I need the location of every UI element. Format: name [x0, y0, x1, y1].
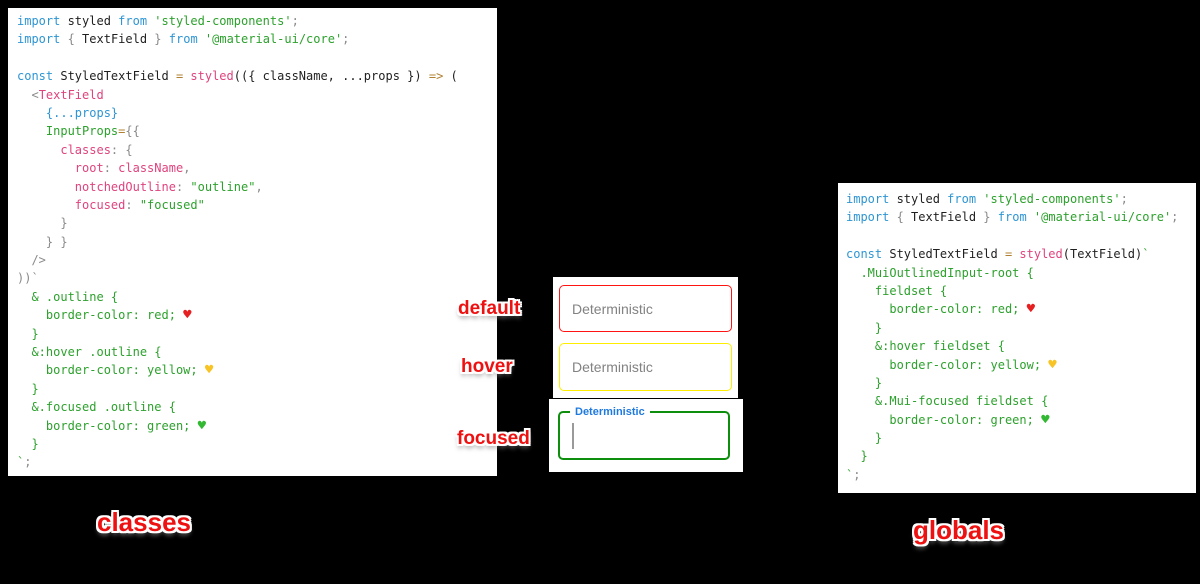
- state-label-hover: hover: [461, 356, 513, 377]
- textfield-default[interactable]: [559, 285, 732, 332]
- code-line: border-color: yellow; ♥: [17, 362, 214, 379]
- code-line: border-color: green; ♥: [17, 417, 207, 434]
- code-line: }: [846, 375, 883, 390]
- heart-green-icon: ♥: [197, 417, 207, 434]
- heart-yellow-icon: ♥: [1048, 356, 1057, 373]
- code-line: }: [846, 449, 868, 464]
- classes-code: import styled from 'styled-components'; i…: [17, 12, 497, 472]
- code-line: `;: [17, 455, 32, 470]
- code-line: import styled from 'styled-components';: [17, 14, 299, 28]
- code-line: InputProps={{: [17, 124, 140, 139]
- code-line: & .outline {: [17, 289, 119, 304]
- code-line: }: [846, 320, 883, 335]
- code-line: } }: [17, 234, 68, 249]
- code-line: root: className,: [17, 161, 191, 176]
- code-line: &.focused .outline {: [17, 400, 176, 415]
- code-line: <TextField: [17, 87, 104, 102]
- code-line: `;: [846, 467, 861, 482]
- code-line: notchedOutline: "outline",: [17, 179, 263, 194]
- textfield-default-input[interactable]: [560, 286, 731, 331]
- code-line: import styled from 'styled-components';: [846, 192, 1128, 206]
- textfield-demo-panel-focused: Deterministic: [549, 399, 743, 472]
- code-line: }: [17, 436, 39, 451]
- code-line: />: [17, 253, 46, 268]
- heart-yellow-icon: ♥: [204, 362, 214, 379]
- code-line: import { TextField } from '@material-ui/…: [846, 210, 1179, 225]
- textfield-demo-panel: [553, 277, 738, 398]
- textfield-hover[interactable]: [559, 343, 732, 391]
- code-line: const StyledTextField = styled(({ classN…: [17, 69, 458, 84]
- code-line: [17, 49, 497, 67]
- heart-green-icon: ♥: [1041, 411, 1050, 428]
- caption-globals: globals: [913, 515, 1005, 545]
- state-label-focused: focused: [457, 428, 530, 449]
- textfield-focused[interactable]: Deterministic: [558, 405, 730, 460]
- heart-red-icon: ♥: [1026, 301, 1036, 318]
- textfield-focused-input[interactable]: [560, 413, 728, 458]
- code-line: border-color: red; ♥: [17, 307, 192, 324]
- code-line: focused: "focused": [17, 197, 205, 212]
- code-line: ))`: [17, 271, 39, 286]
- state-label-default: default: [458, 298, 521, 319]
- code-line: }: [846, 431, 883, 446]
- code-line: &.Mui-focused fieldset {: [846, 394, 1049, 409]
- code-line: }: [17, 326, 39, 341]
- code-line: &:hover fieldset {: [846, 339, 1005, 354]
- code-line: border-color: red; ♥: [846, 301, 1036, 318]
- globals-code-panel: import styled from 'styled-components'; i…: [838, 183, 1196, 493]
- code-line: }: [17, 381, 39, 396]
- code-line: .MuiOutlinedInput-root {: [846, 265, 1034, 280]
- textfield-hover-input[interactable]: [560, 344, 731, 390]
- heart-red-icon: ♥: [183, 307, 192, 324]
- code-line: import { TextField } from '@material-ui/…: [17, 32, 350, 47]
- code-line: classes: {: [17, 142, 133, 157]
- classes-code-panel: import styled from 'styled-components'; i…: [8, 8, 497, 476]
- code-line: {...props}: [17, 105, 119, 120]
- code-line: border-color: green; ♥: [846, 411, 1050, 428]
- code-line: fieldset {: [846, 283, 948, 298]
- code-line: border-color: yellow; ♥: [846, 356, 1057, 373]
- code-line: }: [17, 216, 68, 231]
- globals-code: import styled from 'styled-components'; i…: [846, 190, 1196, 484]
- code-line: const StyledTextField = styled(TextField…: [846, 247, 1150, 262]
- code-line: &:hover .outline {: [17, 345, 162, 360]
- caption-classes: classes: [97, 507, 191, 537]
- code-line: [846, 227, 1196, 245]
